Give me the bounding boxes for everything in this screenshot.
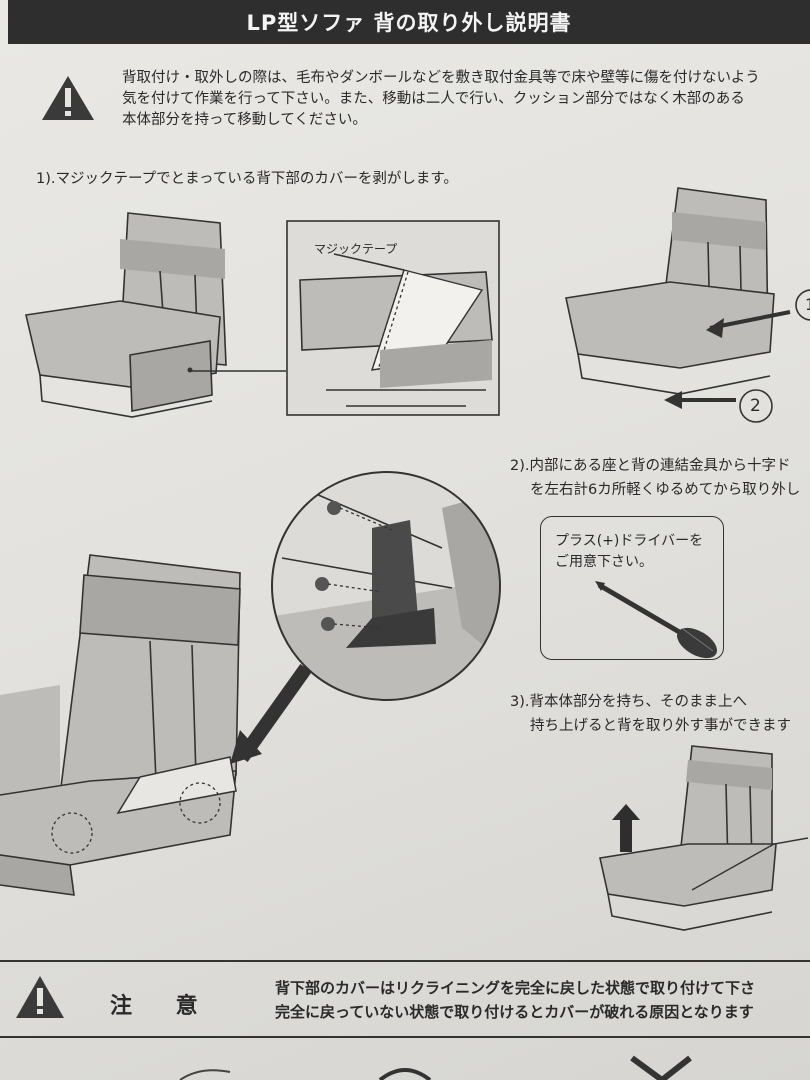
caution-label: 注 意 [110, 994, 216, 1019]
document-title: LP型ソファ 背の取り外し説明書 [8, 0, 810, 44]
chair-illustration-step1 [25, 212, 286, 418]
caution-line: 完全に戻っていない状態で取り付けるとカバーが破れる原因となります [275, 1003, 754, 1021]
intro-line: 本体部分を持って移動してください。 [122, 112, 367, 128]
caution-text: 背下部のカバーはリクライニングを完全に戻した状態で取り付けて下さ 完全に戻ってい… [275, 976, 755, 1024]
chair-illustration-step2 [0, 554, 241, 896]
step-3-text: 3).背本体部分を持ち、そのまま上へ 持ち上げると背を取り外す事ができます [510, 690, 791, 738]
caution-divider-top [0, 960, 810, 962]
marker-2-label: 2 [750, 396, 761, 416]
step-2-line: 2).内部にある座と背の連結金具から十字ド [510, 458, 791, 474]
warning-icon [16, 976, 64, 1018]
magic-tape-detail [286, 220, 500, 416]
bottom-partial-figures [179, 1055, 692, 1080]
callout-line: ご用意下さい。 [555, 554, 653, 570]
intro-line: 気を付けて作業を行って下さい。また、移動は二人で行い、クッション部分ではなく木部… [122, 91, 745, 107]
step-2-text: 2).内部にある座と背の連結金具から十字ド を左右計6カ所軽くゆるめてから取り外… [510, 454, 800, 502]
screwdriver-icon [595, 581, 717, 659]
magic-tape-label: マジックテープ [314, 242, 398, 256]
marker-1-circle [795, 289, 810, 321]
screwdriver-callout: プラス(+)ドライバーを ご用意下さい。 [540, 516, 724, 660]
caution-line: 背下部のカバーはリクライニングを完全に戻した状態で取り付けて下さ [275, 979, 756, 997]
step-3-line: 3).背本体部分を持ち、そのまま上へ [510, 694, 747, 710]
intro-text: 背取付け・取外しの際は、毛布やダンボールなどを敷き取付金具等で床や壁等に傷を付け… [122, 68, 810, 131]
bracket-detail-zoom [230, 471, 501, 764]
step-2-line: を左右計6カ所軽くゆるめてから取り外し [530, 482, 801, 498]
caution-divider-bottom [0, 1036, 810, 1038]
step-1-text: 1).マジックテープでとまっている背下部のカバーを剥がします。 [36, 171, 458, 187]
intro-line: 背取付け・取外しの際は、毛布やダンボールなどを敷き取付金具等で床や壁等に傷を付け… [122, 70, 760, 86]
warning-icon [42, 76, 94, 120]
chair-illustration-arrows [565, 187, 791, 409]
marker-1-label: 1 [805, 294, 810, 316]
step-3-line: 持ち上げると背を取り外す事ができます [530, 718, 791, 734]
marker-2-circle [739, 389, 773, 423]
chair-illustration-step3 [599, 745, 809, 931]
callout-line: プラス(+)ドライバーを [555, 533, 704, 549]
